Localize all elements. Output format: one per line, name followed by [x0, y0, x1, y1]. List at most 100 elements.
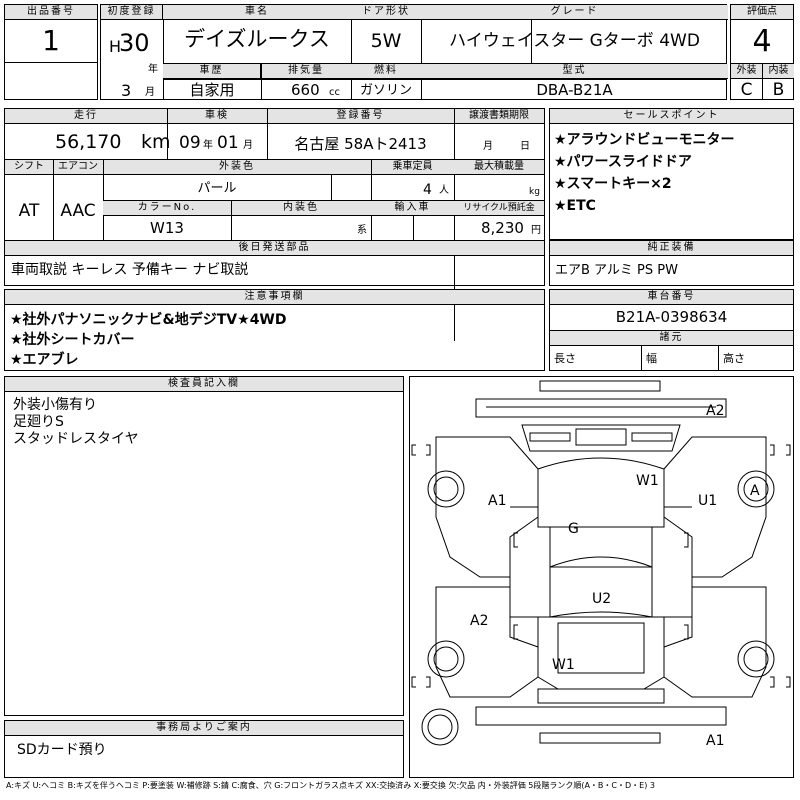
mark-w1-roof: W1: [636, 473, 659, 489]
interior-label: 内装: [763, 64, 794, 79]
doors: 5W: [370, 30, 402, 52]
recycle-label: リサイクル預託金: [454, 201, 544, 216]
inspection-month-unit: 月: [243, 140, 253, 151]
color-no-label: カラーNo.: [103, 201, 231, 216]
transfer-month-unit: 月: [483, 141, 493, 152]
int-color-label: 内装色: [231, 201, 371, 216]
mark-g-glass: G: [568, 521, 579, 537]
displacement-unit: cc: [329, 87, 340, 98]
shift: AT: [18, 201, 40, 221]
width-label: 幅: [646, 352, 657, 365]
month: 3: [121, 81, 132, 100]
notes-list: ★社外パナソニックナビ&地デジTV★4WD ★社外シートカバー ★エアブレ: [10, 310, 287, 370]
exterior-label: 外装: [731, 64, 762, 79]
sales-point-3: ★スマートキー×2: [554, 176, 672, 192]
mileage: 56,170: [55, 131, 122, 153]
note-line-1: ★社外パナソニックナビ&地デジTV★4WD: [10, 312, 287, 328]
inspector: 検査員記入欄 外装小傷有り 足廻りS スタッドレスタイヤ: [4, 376, 404, 716]
mark-a1-bottom: A1: [706, 733, 724, 749]
sales-points: セールスポイント ★アラウンドビューモニター ★パワースライドドア ★スマートキ…: [549, 108, 794, 240]
car-name-label: 車名: [163, 5, 351, 20]
mark-w1-bottom: W1: [552, 657, 575, 673]
displacement: 660: [291, 81, 320, 99]
sales-point-4: ★ETC: [554, 198, 596, 214]
note-line-3: ★エアブレ: [10, 352, 79, 368]
header-main: 初度登録 車名 ドア形状 グレード H 30 年 3 月 デイズルークス 5W …: [100, 4, 728, 100]
score-label: 評価点: [731, 5, 793, 20]
office: 事務局よりご案内 SDカード預り: [4, 720, 404, 778]
exterior-grade: C: [740, 80, 753, 100]
sales-points-list: ★アラウンドビューモニター ★パワースライドドア ★スマートキー×2 ★ETC: [554, 129, 735, 217]
inspection-month: 01: [217, 133, 239, 153]
mark-a2-left: A2: [470, 613, 488, 629]
later-parts: 車両取説 キーレス 予備キー ナビ取説: [11, 262, 249, 278]
ext-color: パール: [197, 181, 237, 196]
score: 4: [752, 24, 772, 59]
mileage-unit: km: [141, 131, 171, 153]
shift-label: シフト: [5, 160, 53, 175]
equipment: 純正装備 エアB アルミ PS PW: [549, 240, 794, 286]
inspector-label: 検査員記入欄: [5, 377, 403, 392]
sales-point-2: ★パワースライドドア: [554, 154, 692, 170]
color-no: W13: [150, 219, 184, 237]
mark-u1-right: U1: [698, 493, 717, 509]
inspector-list: 外装小傷有り 足廻りS スタッドレスタイヤ: [13, 397, 139, 448]
plate: 名古屋 58Aト2413: [294, 135, 427, 153]
car-name: デイズルークス: [184, 27, 330, 51]
fuel: ガソリン: [359, 83, 412, 98]
capacity-label: 乗車定員: [371, 160, 454, 175]
ext-color-label: 外装色: [103, 160, 371, 175]
import-label: 輸入車: [371, 201, 454, 216]
equipment-label: 純正装備: [550, 241, 793, 256]
inspection-year-unit: 年: [203, 140, 213, 151]
sales-point-1: ★アラウンドビューモニター: [554, 132, 735, 148]
notes-label: 注意事項欄: [5, 290, 544, 305]
later-parts-label: 後日発送部品: [5, 241, 544, 256]
mark-a-wheel: A: [750, 483, 760, 499]
office-label: 事務局よりご案内: [5, 721, 403, 736]
height-label: 高さ: [723, 352, 745, 365]
dimensions-label: 諸元: [550, 330, 793, 346]
inspector-line-1: 外装小傷有り: [13, 397, 97, 413]
equipment-value: エアB アルミ PS PW: [555, 263, 678, 278]
int-color-unit: 系: [357, 225, 367, 236]
car-outline: A2 W1 A1 U1 A G U2 A2 W1 A1: [411, 380, 791, 749]
era: H: [109, 37, 122, 56]
history: 自家用: [189, 81, 235, 99]
aircon: AAC: [60, 201, 96, 221]
fuel-label: 燃料: [351, 64, 421, 79]
header-lot: 出品番号 1: [4, 4, 98, 100]
inspector-line-3: スタッドレスタイヤ: [13, 431, 139, 447]
year: 30: [119, 29, 150, 57]
inspection-label: 車検: [167, 109, 267, 124]
header-score: 評価点 4 外装 内装 C B: [730, 4, 794, 100]
plate-label: 登録番号: [267, 109, 454, 124]
model: DBA-B21A: [536, 81, 613, 99]
displacement-label: 排気量: [261, 64, 351, 79]
lot-no: 1: [42, 24, 60, 57]
interior-grade: B: [772, 80, 785, 100]
aircon-label: エアコン: [53, 160, 103, 175]
transfer-label: 譲渡書類期限: [454, 109, 544, 124]
mileage-label: 走行: [5, 109, 167, 124]
transfer-day-unit: 日: [520, 141, 530, 152]
year-unit: 年: [148, 64, 158, 75]
specs-block: 走行 車検 登録番号 譲渡書類期限 56,170 km 09 年 01 月 名古…: [4, 108, 545, 341]
load-unit: kg: [529, 187, 540, 197]
load-label: 最大積載量: [454, 160, 544, 175]
recycle-unit: 円: [531, 225, 541, 236]
grade: ハイウェイスター Gターボ 4WD: [449, 31, 700, 51]
legend: A:キズ U:ヘコミ B:キズを伴うヘコミ P:要塗装 W:補修跡 S:錆 C:…: [6, 781, 655, 790]
inspection-year: 09: [179, 133, 201, 153]
chassis-label: 車台番号: [550, 290, 793, 305]
chassis: 車台番号 B21A-0398634 諸元 長さ 幅 高さ: [549, 289, 794, 371]
damage-diagram: A2 W1 A1 U1 A G U2 A2 W1 A1: [409, 376, 794, 778]
month-unit: 月: [145, 87, 155, 98]
notes: 注意事項欄 ★社外パナソニックナビ&地デジTV★4WD ★社外シートカバー ★エ…: [4, 289, 545, 371]
history-label: 車歴: [163, 64, 261, 79]
first-reg-label: 初度登録: [101, 5, 163, 20]
capacity-unit: 人: [439, 185, 449, 196]
mark-a1-left: A1: [488, 493, 506, 509]
sales-points-label: セールスポイント: [550, 109, 793, 124]
office-value: SDカード預り: [17, 742, 107, 758]
